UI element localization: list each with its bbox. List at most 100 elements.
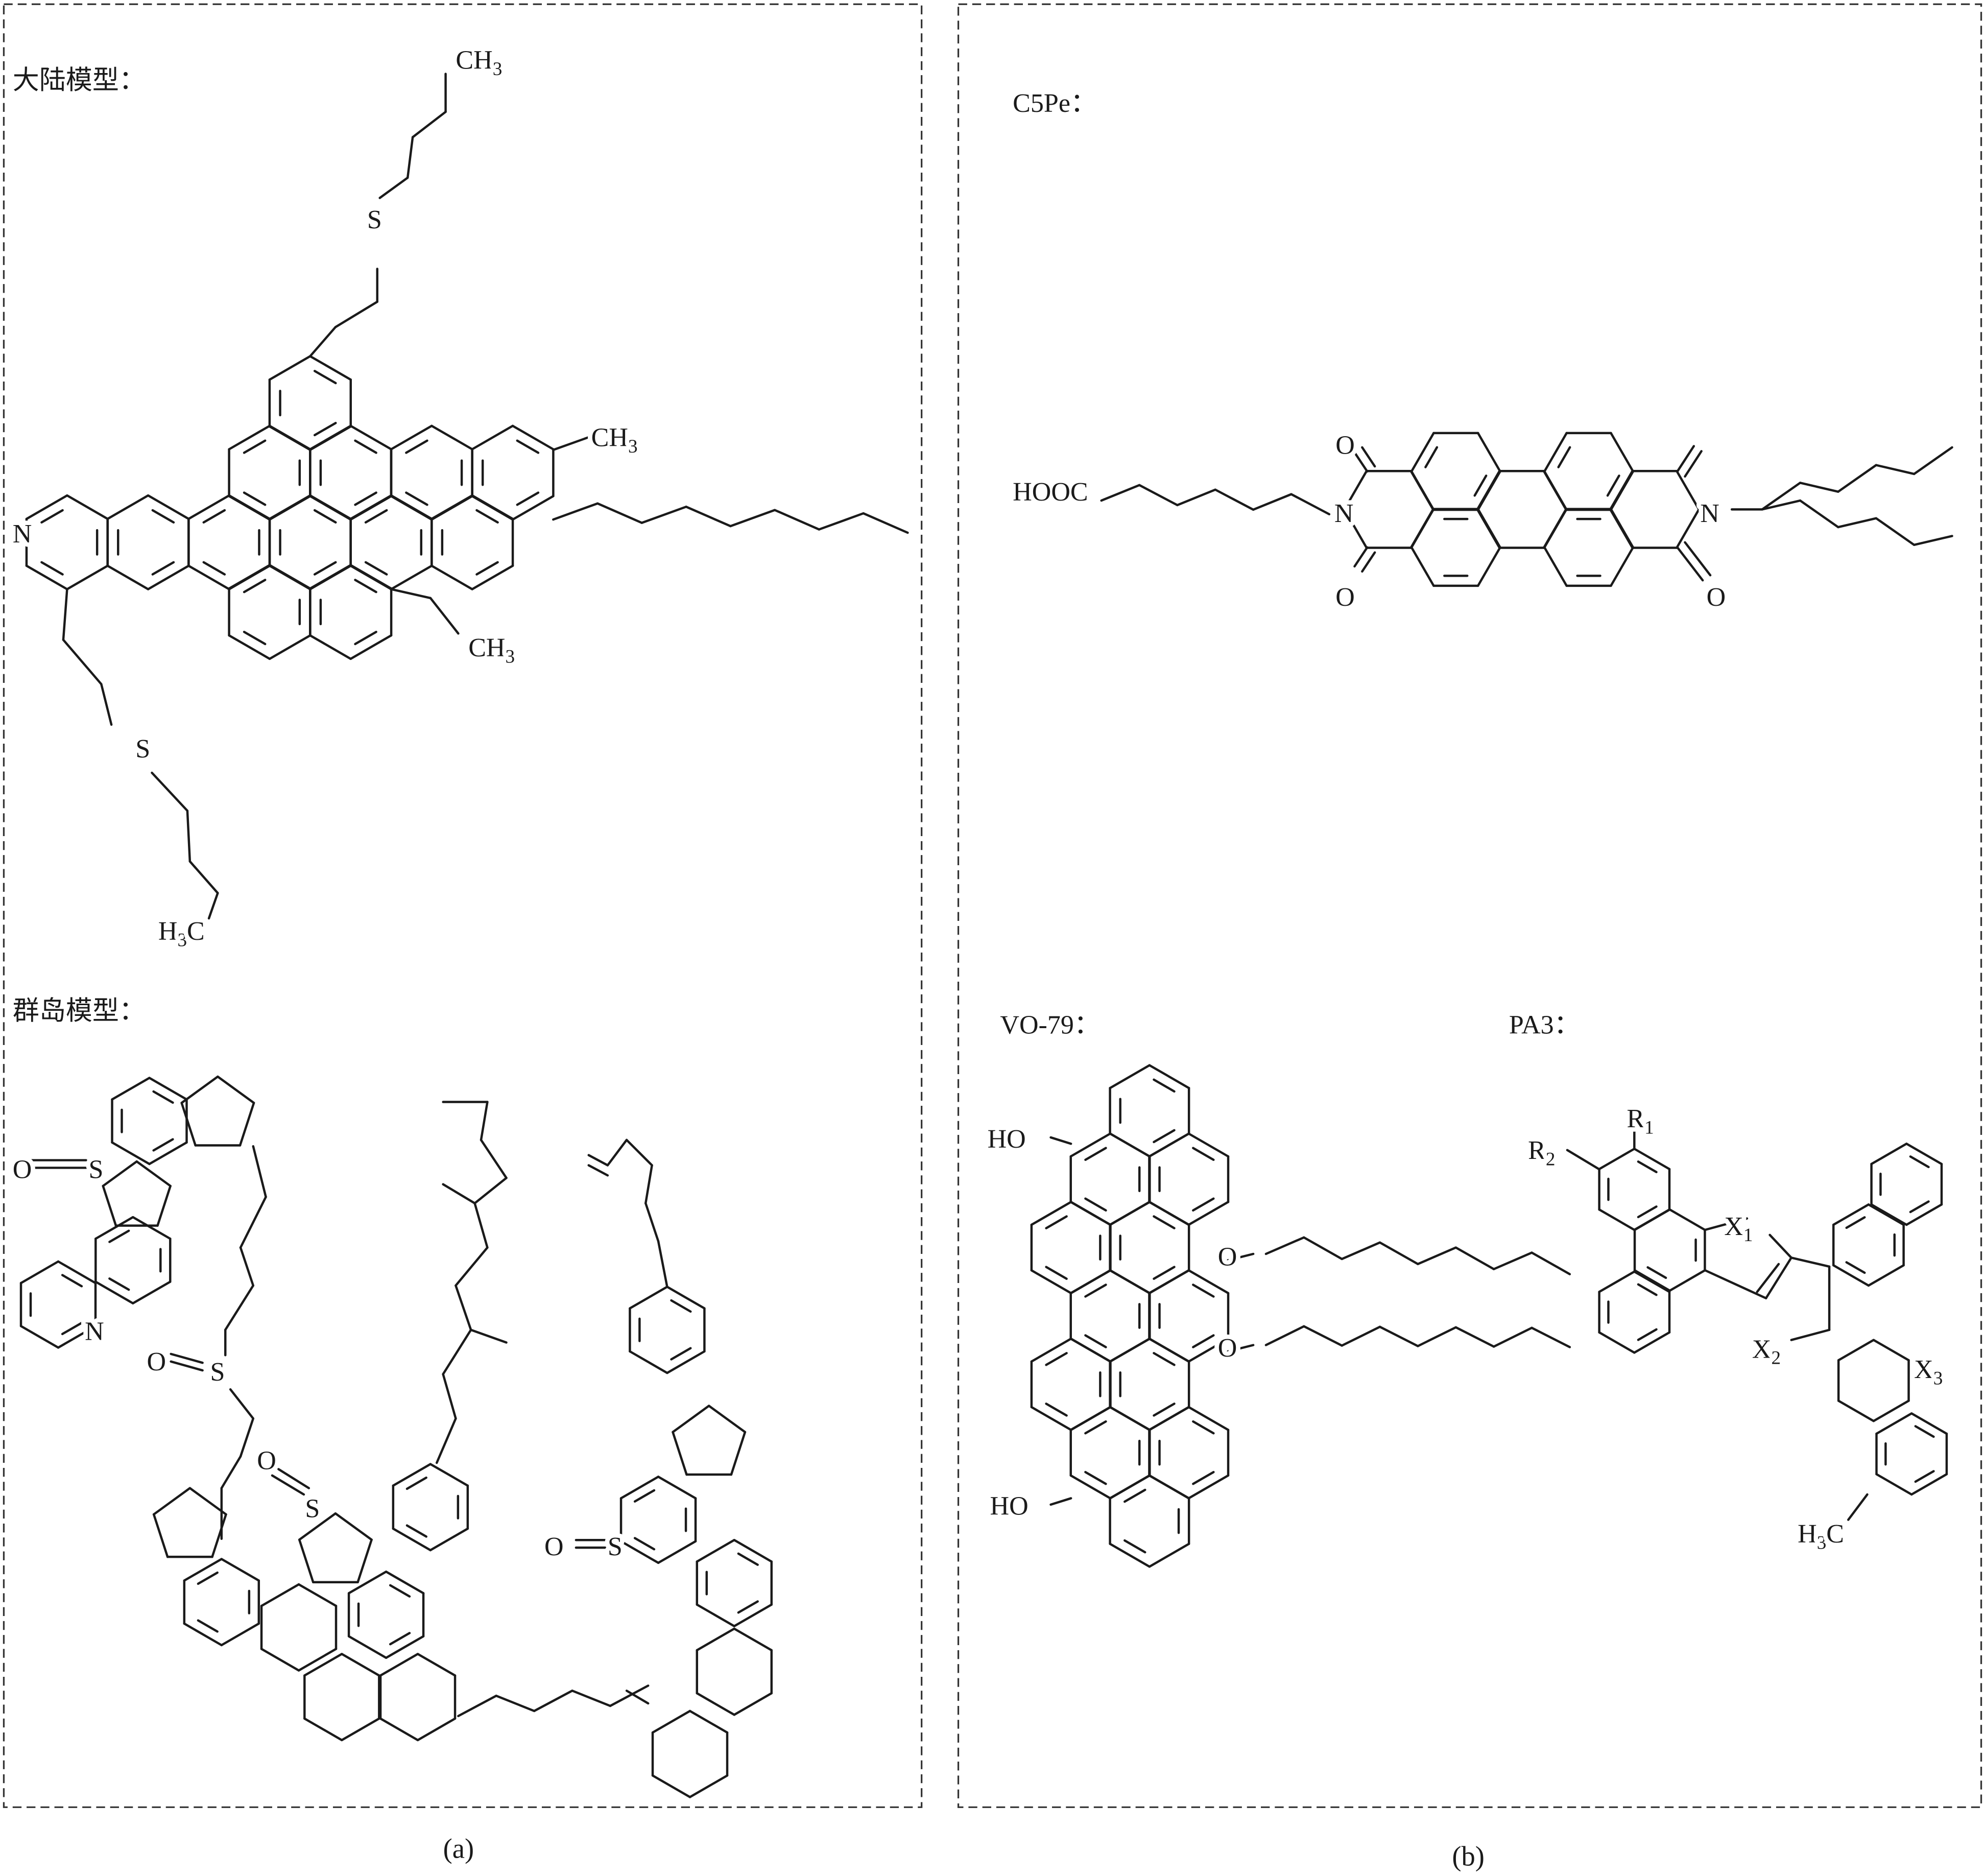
bond — [696, 1539, 736, 1563]
atom-hooc: HOOC — [1013, 478, 1088, 507]
bond — [1030, 1269, 1072, 1295]
bond — [1148, 1474, 1190, 1500]
bond — [1598, 1270, 1636, 1293]
bond — [1424, 446, 1439, 468]
bond — [672, 1405, 710, 1434]
bond — [1341, 1241, 1381, 1261]
bond — [1069, 1474, 1112, 1500]
bond — [773, 509, 821, 531]
bond — [1148, 1064, 1190, 1089]
bond — [511, 495, 555, 521]
bond — [657, 1540, 697, 1564]
bond — [1676, 508, 1700, 549]
bond — [1378, 1325, 1419, 1347]
bond — [688, 1709, 729, 1734]
bond — [1069, 1406, 1112, 1431]
bond — [207, 892, 219, 920]
bond — [1454, 1246, 1495, 1270]
bond — [737, 1552, 759, 1566]
atom-ho: HO — [990, 1492, 1029, 1521]
bond — [1084, 1197, 1107, 1212]
bond — [1837, 1339, 1875, 1362]
bond — [1030, 1337, 1072, 1363]
bond — [455, 1284, 472, 1331]
bond — [347, 1635, 388, 1659]
bond — [341, 1717, 380, 1742]
atom-o: O — [544, 1532, 564, 1561]
bond — [220, 1455, 242, 1489]
bond — [147, 564, 190, 590]
bond — [625, 1690, 650, 1705]
bond — [298, 1512, 337, 1541]
bond — [511, 424, 555, 450]
bond — [733, 1539, 773, 1563]
bond — [334, 1512, 373, 1541]
bond — [1192, 1197, 1215, 1212]
bond — [268, 355, 312, 381]
bond — [1530, 1251, 1571, 1275]
bond — [271, 1474, 305, 1496]
bond — [19, 1260, 60, 1285]
bond — [1192, 1334, 1215, 1348]
bond — [1684, 541, 1712, 577]
bond — [1153, 1266, 1176, 1280]
bond — [354, 491, 377, 506]
bond — [106, 564, 150, 590]
bond — [733, 1603, 773, 1628]
bond — [475, 561, 499, 576]
bond — [303, 1653, 343, 1677]
bond — [1875, 1412, 1913, 1435]
bond — [309, 564, 352, 590]
bond — [1084, 1420, 1107, 1435]
bond — [151, 771, 189, 812]
bond — [416, 1717, 457, 1742]
bond — [1872, 1339, 1910, 1362]
bond — [688, 1774, 729, 1798]
bond — [268, 494, 312, 520]
bond — [108, 1229, 130, 1243]
bond — [309, 494, 352, 520]
bond — [1867, 1264, 1905, 1287]
bond — [1875, 464, 1916, 476]
bond — [243, 439, 267, 454]
bond — [1905, 1203, 1943, 1226]
bond — [94, 1216, 134, 1240]
bond — [313, 561, 337, 576]
bond — [1676, 546, 1704, 582]
bond — [405, 491, 428, 506]
bond — [62, 638, 103, 685]
bond — [25, 564, 68, 590]
bond — [670, 1347, 692, 1361]
bond — [228, 424, 271, 450]
bond — [364, 561, 388, 576]
bond — [1192, 1284, 1215, 1298]
bond — [1138, 484, 1179, 507]
bond — [1192, 1420, 1215, 1435]
bond — [475, 509, 499, 524]
bond — [516, 439, 540, 454]
bond — [313, 421, 337, 437]
bond — [1637, 1283, 1658, 1296]
bond — [390, 564, 433, 590]
atom-n: N — [85, 1317, 104, 1346]
bond — [733, 1627, 773, 1652]
bond — [156, 1184, 172, 1227]
bond — [61, 1321, 83, 1336]
bond — [390, 494, 433, 520]
bond — [1668, 1269, 1706, 1292]
bond — [1492, 1251, 1533, 1270]
bond — [102, 1160, 138, 1188]
bond — [1609, 508, 1634, 549]
bond — [170, 1352, 204, 1364]
bond — [685, 505, 732, 528]
bond — [1045, 1352, 1068, 1366]
bond — [1905, 1143, 1943, 1166]
bond — [1410, 432, 1435, 473]
bond — [1176, 488, 1217, 507]
bond — [25, 494, 68, 520]
bond — [429, 1463, 469, 1487]
atom-x3: X3 — [1914, 1355, 1943, 1389]
bond — [202, 509, 226, 524]
bond — [1049, 1497, 1072, 1506]
bond — [495, 1694, 536, 1713]
